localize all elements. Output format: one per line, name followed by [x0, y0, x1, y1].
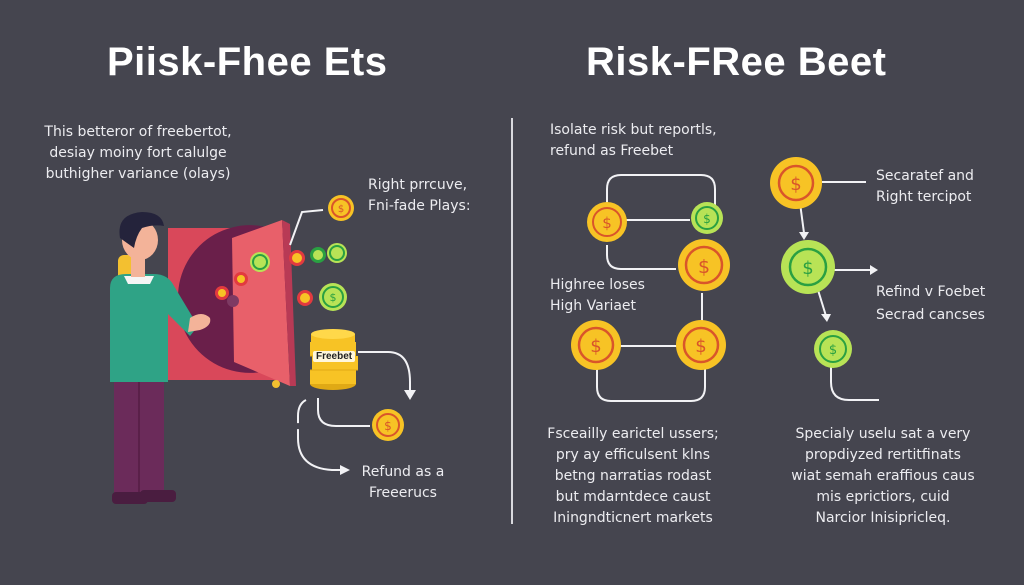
- label-line: Fni-fade Plays:: [368, 198, 471, 214]
- label-line: Refund as a: [361, 464, 445, 480]
- safe-illustration: $ $ $: [110, 195, 416, 504]
- label-line: Right tercipot: [876, 189, 972, 205]
- coin-icon-green: [327, 243, 347, 263]
- separate-label: Secaratef and Right tercipot: [876, 166, 974, 208]
- coin-icon-green: $: [814, 330, 852, 368]
- bottom-left-description: Fsceailly earictel ussers; pry ay efficu…: [528, 424, 738, 529]
- coin-icon: [297, 290, 313, 306]
- svg-text:$: $: [695, 336, 706, 357]
- bottom-right-description: Specialy uselu sat a very propdiyzed rer…: [772, 424, 994, 529]
- label-line: Secaratef and: [876, 168, 974, 184]
- isolate-risk-label: Isolate risk but reportls, refund as Fre…: [550, 120, 717, 162]
- label-line: refund as Freebet: [550, 143, 674, 159]
- desc-line: wiat semah eraffious caus: [791, 468, 975, 484]
- coin-icon: $: [587, 202, 627, 242]
- desc-line: Specialy uselu sat a very: [795, 426, 971, 442]
- coin-icon-green: $: [781, 240, 835, 294]
- coin-icon: $: [328, 195, 354, 221]
- coin-cluster: $ $: [215, 195, 354, 311]
- coin-icon: [234, 272, 248, 286]
- desc-line: Iningndticnert markets: [553, 510, 713, 526]
- left-panel-title: Piisk-Fhee Ets: [107, 40, 388, 84]
- coin-icon: $: [676, 320, 726, 370]
- coin-icon-green: $: [319, 283, 347, 311]
- label-line: High Variaet: [550, 298, 637, 314]
- desc-line: betng narratias rodast: [554, 468, 712, 484]
- svg-text:$: $: [384, 419, 392, 433]
- left-intro-text: This betteror of freebertot, desiay moin…: [28, 122, 248, 185]
- desc-line: but mdarntdece caust: [555, 489, 711, 505]
- desc-line: mis eprictiors, cuid: [816, 489, 950, 505]
- left-intro-line: buthigher variance (olays): [45, 166, 231, 182]
- desc-line: pry ay efficulsent klns: [555, 447, 711, 463]
- coin-icon-green: $: [691, 202, 723, 234]
- second-chances-label: Secrad cancses: [876, 307, 985, 323]
- high-variance-label: Highree loses High Variaet: [550, 275, 645, 317]
- coin-icon: $: [770, 157, 822, 209]
- svg-text:$: $: [698, 256, 710, 278]
- refund-freebet-label: Refind v Foebet: [876, 284, 986, 300]
- svg-text:$: $: [330, 291, 337, 304]
- label-line: Isolate risk but reportls,: [550, 122, 717, 138]
- left-intro-line: This betteror of freebertot,: [44, 124, 232, 140]
- freebet-stack-label: Freebet: [313, 351, 356, 362]
- label-line: Right prrcuve,: [368, 177, 468, 193]
- coin-icon-green: [250, 252, 270, 272]
- panel-divider: [511, 118, 513, 524]
- left-intro-line: desiay moiny fort calulge: [49, 145, 227, 161]
- coin-icon: $: [678, 239, 730, 291]
- person-icon: [110, 212, 211, 504]
- svg-text:$: $: [703, 212, 711, 226]
- desc-line: Fsceailly earictel ussers;: [547, 426, 719, 442]
- refund-label: Refund as a Freeerucs: [358, 462, 448, 504]
- right-panel-title: Risk-FRee Beet: [586, 40, 887, 84]
- desc-line: Narcior Inisipricleq.: [815, 510, 951, 526]
- label-line: Highree loses: [550, 277, 645, 293]
- coin-icon: $: [372, 409, 404, 441]
- svg-text:$: $: [829, 343, 837, 358]
- svg-text:$: $: [338, 204, 344, 215]
- svg-text:$: $: [590, 336, 601, 357]
- coin-icon-green: [310, 247, 326, 263]
- svg-text:$: $: [802, 258, 813, 279]
- coin-icon: [215, 286, 229, 300]
- svg-text:$: $: [790, 174, 801, 195]
- right-prove-label: Right prrcuve, Fni-fade Plays:: [368, 175, 471, 217]
- desc-line: propdiyzed rertitfinats: [805, 447, 961, 463]
- coin-icon: [289, 250, 305, 266]
- svg-text:$: $: [602, 214, 612, 232]
- label-line: Freeerucs: [369, 485, 437, 501]
- coin-icon: $: [571, 320, 621, 370]
